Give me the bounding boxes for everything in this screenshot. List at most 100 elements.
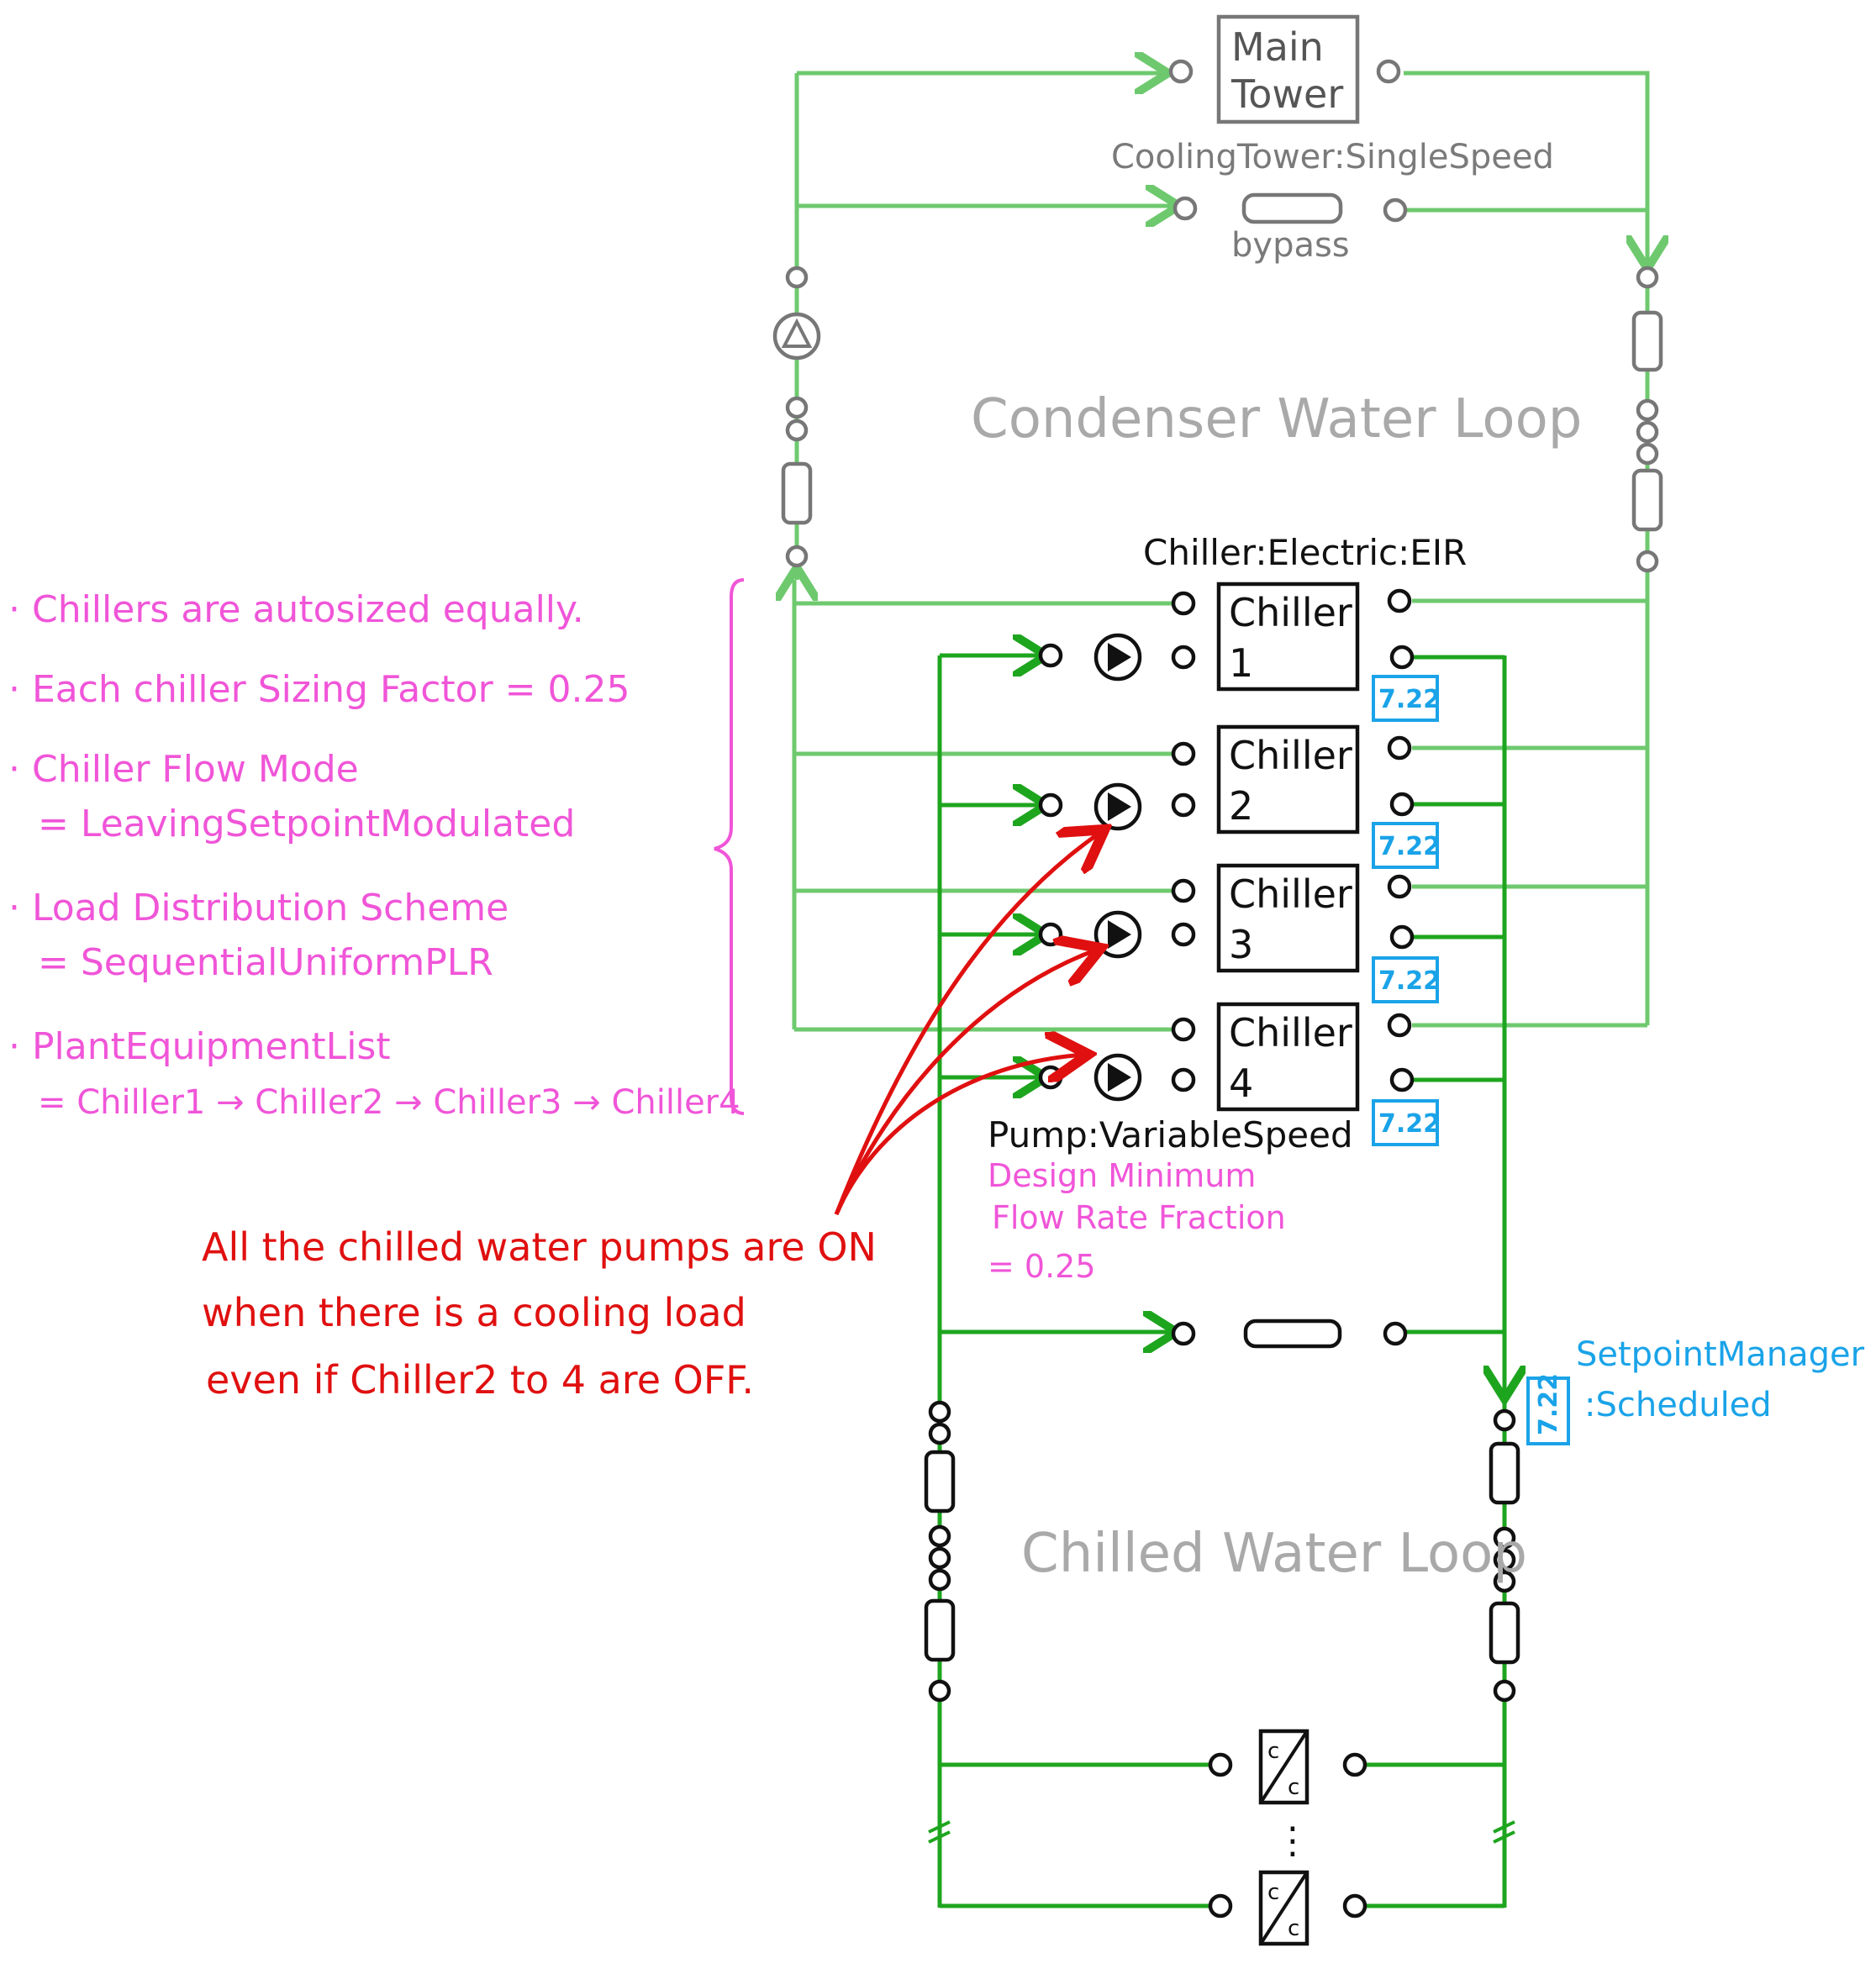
pump-type-label: Pump:VariableSpeed bbox=[988, 1114, 1353, 1155]
chw-demand-pipe-1 bbox=[1489, 1441, 1520, 1505]
chiller-2-number: 2 bbox=[1229, 783, 1253, 829]
cond-node-f bbox=[1636, 398, 1659, 422]
bypass-outlet-node bbox=[1383, 197, 1408, 223]
chw-bypass-node-in bbox=[1171, 1321, 1196, 1346]
main-tower-box[interactable] bbox=[1216, 14, 1360, 124]
pump-4-glyph bbox=[1108, 1063, 1131, 1092]
chiller-1-label: Chiller bbox=[1229, 590, 1352, 635]
chiller-3-cond-out bbox=[1387, 874, 1412, 899]
chiller-1-setpoint: 7.22 bbox=[1378, 685, 1441, 714]
svg-text:c: c bbox=[1288, 1916, 1299, 1941]
tower-label-1: Main bbox=[1231, 24, 1324, 70]
coil-1-outlet-node bbox=[1342, 1752, 1367, 1777]
chilled-loop-title: Chilled Water Loop bbox=[1021, 1523, 1527, 1585]
chiller-3-evap-out bbox=[1389, 924, 1415, 950]
chiller-1-number: 1 bbox=[1229, 640, 1253, 686]
chw-node-e bbox=[928, 1568, 951, 1592]
chiller-4-evap-in bbox=[1171, 1067, 1196, 1092]
chiller-4-box[interactable] bbox=[1216, 1002, 1360, 1112]
cond-supply-pipe bbox=[781, 461, 813, 525]
bypass-inlet-node bbox=[1172, 196, 1198, 221]
red-note-line-2: when there is a cooling load bbox=[202, 1290, 746, 1335]
chw-node-c bbox=[928, 1524, 951, 1548]
pump-2-glyph bbox=[1108, 792, 1131, 821]
note-2: · Each chiller Sizing Factor = 0.25 bbox=[8, 668, 630, 711]
chw-node-i bbox=[1493, 1548, 1516, 1571]
note-5-line-1: · PlantEquipmentList bbox=[8, 1025, 391, 1068]
condenser-loop-title: Condenser Water Loop bbox=[971, 388, 1582, 450]
pump-note-1: Design Minimum bbox=[988, 1157, 1256, 1194]
note-3-line-2: = LeavingSetpointModulated bbox=[38, 803, 575, 845]
pump-1-glyph bbox=[1108, 643, 1131, 671]
setpoint-manager-line-2: :Scheduled bbox=[1584, 1386, 1772, 1424]
cond-node-i bbox=[1636, 550, 1659, 573]
chiller-1-box[interactable] bbox=[1216, 582, 1360, 692]
notes-brace bbox=[714, 578, 745, 1115]
right-break-mark bbox=[1493, 1820, 1515, 1844]
chiller-3[interactable]: Chiller 3 7.22 bbox=[1038, 863, 1441, 1003]
chiller-2[interactable]: Chiller 2 7.22 bbox=[1038, 724, 1441, 869]
chiller-4-setpoint-box bbox=[1372, 1099, 1439, 1146]
chw-node-d bbox=[928, 1546, 951, 1570]
chiller-4-cond-out bbox=[1387, 1013, 1412, 1038]
cond-node-a bbox=[785, 266, 809, 289]
chiller-1-evap-in bbox=[1171, 645, 1196, 670]
condenser-loop: Main Tower CoolingTower:SingleSpeed bypa… bbox=[772, 14, 1661, 1032]
chw-supply-pipe-1 bbox=[924, 1450, 956, 1513]
setpoint-manager-line-1: SetpointManager bbox=[1576, 1335, 1865, 1374]
chw-node-g bbox=[1493, 1408, 1516, 1432]
pump-4-inlet-node bbox=[1038, 1065, 1063, 1090]
chiller-4[interactable]: Chiller 4 7.22 bbox=[1038, 1002, 1441, 1146]
chw-node-j bbox=[1493, 1570, 1516, 1593]
chiller-3-label: Chiller bbox=[1229, 871, 1352, 917]
setpoint-manager-box bbox=[1526, 1377, 1570, 1445]
chiller-2-box[interactable] bbox=[1216, 724, 1360, 834]
chw-demand-pipe-2 bbox=[1489, 1601, 1520, 1665]
chiller-4-label: Chiller bbox=[1229, 1010, 1352, 1055]
chiller-3-number: 3 bbox=[1229, 922, 1253, 967]
red-arrow-to-pump-4 bbox=[834, 1055, 1084, 1215]
chw-supply-pipe-2 bbox=[924, 1598, 956, 1662]
tower-label-2: Tower bbox=[1230, 71, 1343, 117]
svg-text:c: c bbox=[1267, 1880, 1279, 1905]
chw-node-f bbox=[928, 1679, 951, 1703]
pump-annotation: All the chilled water pumps are ON when … bbox=[202, 832, 1101, 1403]
svg-text:c: c bbox=[1267, 1739, 1279, 1764]
note-4-line-1: · Load Distribution Scheme bbox=[8, 887, 509, 929]
pump-3-inlet-node bbox=[1038, 922, 1063, 947]
chw-node-a bbox=[928, 1400, 951, 1424]
chiller-3-setpoint-box bbox=[1372, 956, 1439, 1003]
pump-1-inlet-node bbox=[1038, 643, 1063, 668]
note-5-line-2: = Chiller1 → Chiller2 → Chiller3 → Chill… bbox=[38, 1083, 740, 1122]
coil-2-outlet-node bbox=[1342, 1893, 1367, 1919]
chiller-4-evap-out bbox=[1389, 1067, 1415, 1092]
tower-outlet-node bbox=[1376, 59, 1401, 84]
chw-bypass-pipe bbox=[1243, 1319, 1342, 1349]
chiller-1-cond-out bbox=[1387, 588, 1412, 613]
setpoint-manager: 7.22 SetpointManager :Scheduled bbox=[1526, 1335, 1865, 1445]
chiller-2-label: Chiller bbox=[1229, 733, 1352, 778]
pump-3-glyph bbox=[1108, 920, 1131, 949]
chiller-3-cond-in bbox=[1171, 878, 1196, 903]
chiller-3-box[interactable] bbox=[1216, 863, 1360, 973]
chiller-3-evap-in bbox=[1171, 922, 1196, 947]
cond-node-d bbox=[785, 545, 809, 568]
cond-node-b bbox=[785, 396, 809, 419]
bypass-label: bypass bbox=[1231, 226, 1350, 265]
coil-1-inlet-node bbox=[1208, 1752, 1233, 1777]
chiller-1[interactable]: Chiller 1 7.22 bbox=[1038, 582, 1441, 722]
design-notes: · Chillers are autosized equally. · Each… bbox=[8, 578, 745, 1122]
cond-node-c bbox=[785, 418, 809, 442]
chiller-1-setpoint-box bbox=[1372, 675, 1439, 722]
pump-note-3: = 0.25 bbox=[988, 1248, 1096, 1285]
red-note-line-3: even if Chiller2 to 4 are OFF. bbox=[206, 1357, 754, 1403]
chiller-2-evap-in bbox=[1171, 792, 1196, 818]
chiller-4-number: 4 bbox=[1229, 1061, 1253, 1106]
pump-2-inlet-node bbox=[1038, 792, 1063, 818]
coil-2-inlet-node bbox=[1208, 1893, 1233, 1919]
note-1: · Chillers are autosized equally. bbox=[8, 588, 584, 631]
chiller-4-cond-in bbox=[1171, 1017, 1196, 1042]
note-3-line-1: · Chiller Flow Mode bbox=[8, 748, 359, 791]
chw-node-b bbox=[928, 1422, 951, 1445]
tower-outlet-pipe bbox=[1404, 71, 1647, 265]
